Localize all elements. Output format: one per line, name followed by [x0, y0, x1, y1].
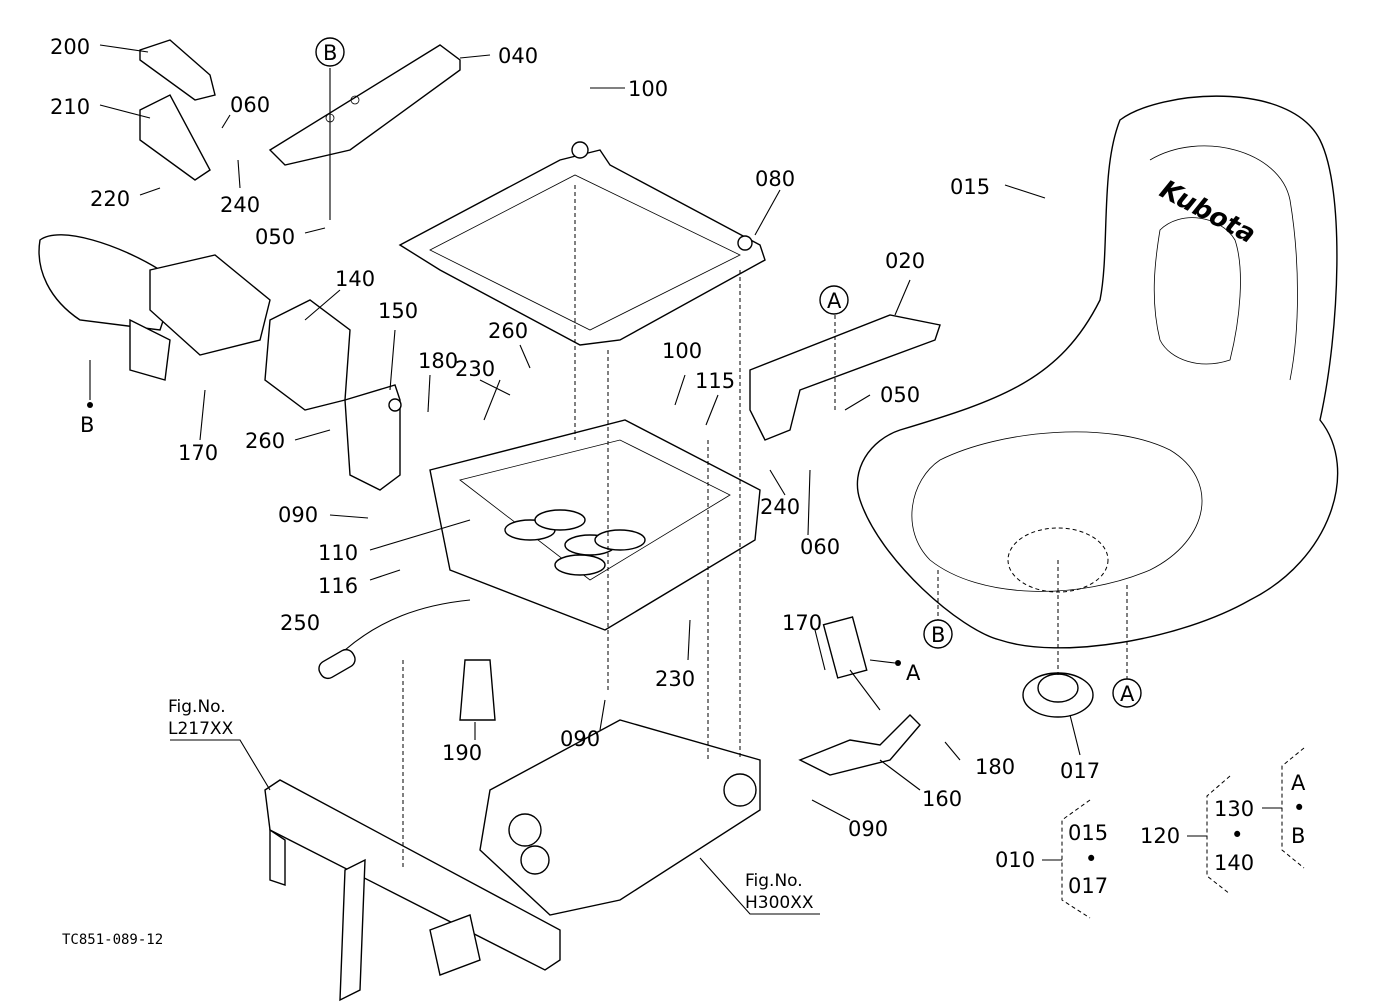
label-090-left: 090 — [278, 503, 318, 527]
label-090-right: 090 — [848, 817, 888, 841]
label-050: 050 — [255, 225, 295, 249]
bracket-150 — [344, 384, 402, 491]
part-labels: 200 210 060 240 220 050 B 040 100 080 01… — [50, 35, 1135, 841]
fig-ref-h300xx-line1: Fig.No. — [745, 871, 803, 891]
label-040: 040 — [498, 44, 538, 68]
seat-frame-080 — [398, 141, 766, 346]
bracket-160 — [798, 714, 921, 776]
drawing-code: TC851-089-12 — [62, 932, 163, 948]
assembly-120-sub-dot: • — [1293, 796, 1305, 820]
label-160: 160 — [922, 787, 962, 811]
assembly-120-label: 120 — [1140, 824, 1180, 848]
label-250: 250 — [280, 611, 320, 635]
label-ref-b-left: B — [80, 413, 94, 437]
leader-lines — [89, 44, 1128, 915]
label-060: 060 — [230, 93, 270, 117]
label-100-mid: 100 — [662, 339, 702, 363]
lever-250 — [318, 599, 471, 680]
plate-140 — [264, 299, 351, 411]
label-180-left: 180 — [418, 349, 458, 373]
belt-buckle-right — [822, 616, 881, 711]
assembly-120-item-1: 130 — [1214, 797, 1254, 821]
assembly-120-dot: • — [1231, 823, 1243, 847]
label-115: 115 — [695, 369, 735, 393]
assembly-010-dot: • — [1085, 847, 1097, 871]
label-100-top: 100 — [628, 77, 668, 101]
label-060-right: 060 — [800, 535, 840, 559]
assembly-120-sub-1: A — [1291, 771, 1306, 795]
assembly-120-sub-2: B — [1291, 824, 1305, 848]
seatbelt — [38, 234, 271, 381]
plate-210 — [139, 94, 211, 181]
assembly-120-item-2: 140 — [1214, 851, 1254, 875]
label-ref-a-mid: A — [827, 289, 842, 313]
label-080: 080 — [755, 167, 795, 191]
label-ref-b-seat: B — [931, 623, 945, 647]
label-230-bottom: 230 — [655, 667, 695, 691]
fig-ref-h300xx-line2: H300XX — [745, 893, 814, 913]
springs — [504, 509, 646, 576]
seat-015: Kubota — [856, 95, 1339, 649]
label-140: 140 — [335, 267, 375, 291]
label-240: 240 — [220, 193, 260, 217]
label-150: 150 — [378, 299, 418, 323]
label-116: 116 — [318, 574, 358, 598]
fig-ref-l217xx-line2: L217XX — [168, 719, 234, 739]
transmission-h300xx — [479, 719, 761, 916]
assembly-010-item-2: 017 — [1068, 874, 1108, 898]
bracket-040 — [268, 44, 461, 166]
label-200: 200 — [50, 35, 90, 59]
label-050-right: 050 — [880, 383, 920, 407]
label-ref-a-buckle: A — [906, 661, 921, 685]
assembly-120: 120 130 • 140 A • B — [1140, 747, 1306, 895]
label-110: 110 — [318, 541, 358, 565]
fig-ref-l217xx-line1: Fig.No. — [168, 697, 226, 717]
label-017: 017 — [1060, 759, 1100, 783]
label-180-right: 180 — [975, 755, 1015, 779]
suspension-017 — [1022, 560, 1094, 718]
assembly-010-item-1: 015 — [1068, 821, 1108, 845]
fig-ref-h300xx: Fig.No. H300XX — [745, 871, 814, 913]
fig-ref-l217xx: Fig.No. L217XX — [168, 697, 234, 739]
label-210: 210 — [50, 95, 90, 119]
label-260-top: 260 — [488, 319, 528, 343]
suspension-base-110 — [429, 419, 761, 631]
label-090-bottom: 090 — [560, 727, 600, 751]
label-220: 220 — [90, 187, 130, 211]
plate-200 — [139, 39, 216, 101]
label-020: 020 — [885, 249, 925, 273]
assembly-010-label: 010 — [995, 848, 1035, 872]
label-ref-b-top: B — [323, 41, 337, 65]
label-230-top: 230 — [455, 357, 495, 381]
ref-markers — [87, 37, 1142, 708]
assembly-010: 010 015 • 017 — [995, 799, 1108, 919]
label-015: 015 — [950, 175, 990, 199]
label-190: 190 — [442, 741, 482, 765]
label-170-left: 170 — [178, 441, 218, 465]
label-ref-a-seat: A — [1120, 682, 1135, 706]
label-260-left: 260 — [245, 429, 285, 453]
knob-190 — [459, 659, 496, 721]
label-240-right: 240 — [760, 495, 800, 519]
label-170-right: 170 — [782, 611, 822, 635]
frame-l217xx — [264, 779, 561, 1002]
bracket-020 — [749, 314, 941, 441]
